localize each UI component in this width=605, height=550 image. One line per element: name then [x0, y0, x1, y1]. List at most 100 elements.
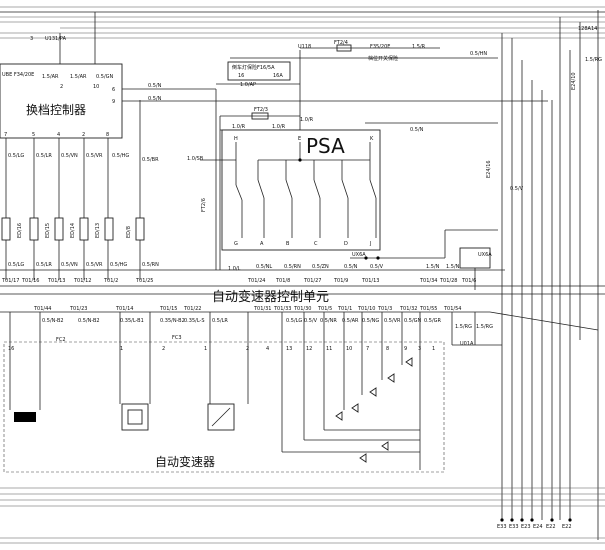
bus-terminal-9: T01/9 — [333, 278, 348, 284]
shift-top-fuse: U131/PA — [45, 36, 67, 42]
wire-3-label: 1.0/R — [300, 117, 314, 123]
transmission-pin-0: 1 — [120, 346, 123, 352]
tcu-terminal-6: T01/33 — [273, 306, 291, 312]
shift-left-fuse: UBE F34/20E — [2, 72, 34, 78]
shift-controller: 换档控制器 U131/PA UBE F34/20E 3 2 10 6 9 1.5… — [0, 12, 548, 280]
ft26-label: FT2/6 — [201, 198, 207, 212]
tcu-terminal-13: T01/55 — [419, 306, 437, 312]
fuse-b-label: F35/20E — [370, 44, 390, 50]
psa-bottom-pin-a: A — [260, 241, 264, 247]
psa-top-pin-k: K — [370, 136, 374, 142]
transmission-pin-6: 12 — [306, 346, 312, 352]
transmission-pin-2: 1 — [204, 346, 207, 352]
tcu-terminal-12: T01/32 — [399, 306, 417, 312]
psa-block: PSA H E K G A B C D J — [200, 89, 381, 270]
wire-2-label: 1.0/R — [272, 124, 286, 130]
connector-4: ED/8 — [126, 226, 132, 238]
rg-label: 1.5/RG — [585, 57, 602, 63]
u118-label: U118 — [298, 44, 311, 50]
bus-terminal-12: T01/28 — [439, 278, 457, 284]
psa-top-pin-h: H — [234, 136, 238, 142]
ground-5: E22 — [562, 524, 572, 530]
transmission-block: 自动变速器 16 1 2 1 2 4 13 12 11 10 7 8 9 3 1 — [3, 312, 445, 473]
tcu-wire-9: 0.5/AR — [342, 318, 359, 324]
ground-4: E22 — [546, 524, 556, 530]
tcu-terminal-8: T01/5 — [317, 306, 332, 312]
shift-wire-4: 0.5/HG — [112, 153, 129, 159]
tcu-wire-4: 0.35/L-S — [184, 318, 205, 324]
bus-terminal-6: T01/24 — [247, 278, 265, 284]
psa-title: PSA — [306, 134, 345, 158]
shift-pin-top-1: 2 — [60, 84, 63, 90]
transmission-pin-4: 4 — [266, 346, 269, 352]
shift-pin-top-0: 3 — [30, 36, 33, 42]
right-top-label: 128A14 — [578, 26, 597, 32]
tcu-wire-0: 0.5/N-B2 — [42, 318, 64, 324]
bus-wire-1: 0.5/LR — [36, 262, 52, 268]
ux-0: UX6A — [352, 252, 366, 258]
psa-top-pin-e: E — [298, 136, 301, 142]
tcu-terminal-4: T01/22 — [183, 306, 201, 312]
bus-wire-11: 0.5/V — [370, 264, 384, 270]
ground-0: E33 — [497, 524, 507, 530]
tcu-terminal-5: T01/31 — [253, 306, 271, 312]
bus-wire-9: 0.5/ZN — [312, 264, 329, 270]
v-label: 0.5/V — [510, 186, 524, 192]
tcu-wire-14: 1.5/RG — [455, 324, 472, 330]
transmission-pin-9: 7 — [366, 346, 369, 352]
top-fuse-area: U118 FT2/4 F35/20E 档位开关保险 1.5/R 0.5/HN 倒… — [187, 26, 602, 212]
bus-terminal-10: T01/13 — [361, 278, 379, 284]
bus-terminal-3: T01/12 — [73, 278, 91, 284]
e24a-label: E24/10 — [571, 72, 577, 90]
shift-controller-title: 换档控制器 — [26, 103, 86, 117]
shift-out-wire-0: 1.5/AR — [42, 74, 59, 80]
transmission-valves — [281, 312, 421, 470]
tcu-terminal-3: T01/15 — [159, 306, 177, 312]
transmission-pin-1: 2 — [162, 346, 165, 352]
bus-terminal-2: T01/13 — [47, 278, 65, 284]
bus-wire-12: 1.5/N — [426, 264, 440, 270]
shift-wire-2: 0.5/VN — [61, 153, 78, 159]
bus-wire-13: 1.5/N — [446, 264, 460, 270]
right-verticals — [501, 10, 599, 540]
tcu-fc-0: FC2 — [56, 337, 66, 343]
ground-1: E33 — [509, 524, 519, 530]
shift-pin-bottom-4: 8 — [106, 132, 109, 138]
relay-label: 倒车灯保险F16/5A — [232, 64, 275, 71]
transmission-pin-12: 3 — [418, 346, 421, 352]
shift-out-wire-4: 0.5/N — [148, 96, 162, 102]
tcu-wire-8: 0.5/NR — [320, 318, 337, 324]
bus-terminal-8: T01/27 — [303, 278, 321, 284]
fuse-a-label: FT2/4 — [334, 40, 348, 46]
connector-0: ED/16 — [17, 223, 23, 238]
tcu-wire-11: 0.5/VR — [384, 318, 401, 324]
relay-wire-label: 1.0/AP — [240, 82, 256, 88]
tcu-terminal-9: T01/1 — [337, 306, 352, 312]
shift-out-wire-2: 0.5/GN — [96, 74, 114, 80]
wire-r-label: 1.5/R — [412, 44, 426, 50]
ft-label: FT2/3 — [254, 107, 268, 113]
transmission-title: 自动变速器 — [155, 454, 215, 469]
bus-under-psa: UX6A UX6A 0.5/LG 0.5/LR 0.5/VN 0.5/VR 0.… — [0, 229, 605, 295]
tcu-wire-7: 0.5/V — [304, 318, 318, 324]
bus-terminal-13: T01/6 — [461, 278, 476, 284]
transmission-pin-3: 2 — [246, 346, 249, 352]
transmission-pin-7: 11 — [326, 346, 332, 352]
psa-bottom-pin-d: D — [344, 241, 348, 247]
relay-pin-1: 16A — [273, 73, 283, 79]
shift-pin-top-2: 10 — [93, 84, 99, 90]
tcu-wire-13: 0.5/GR — [424, 318, 442, 324]
shift-wire-1: 0.5/LR — [36, 153, 52, 159]
tcu-block: 自动变速器控制单元 T01/44 T01/23 T01/14 T01/15 T0… — [0, 289, 599, 347]
bus-terminal-0: T01/17 — [1, 278, 19, 284]
connector-2: ED/14 — [70, 223, 76, 238]
tcu-wire-15: 1.5/RG — [476, 324, 493, 330]
transmission-sensors — [14, 403, 235, 431]
connector-3: ED/13 — [95, 223, 101, 238]
wire-1-label: 1.0/R — [232, 124, 246, 130]
shift-pin-top-4: 9 — [112, 99, 115, 105]
ground-labels: E33 E33 E23 E24 E22 E22 — [497, 518, 572, 530]
bus-wire-10: 0.5/N — [344, 264, 358, 270]
tcu-terminal-14: T01/54 — [443, 306, 461, 312]
